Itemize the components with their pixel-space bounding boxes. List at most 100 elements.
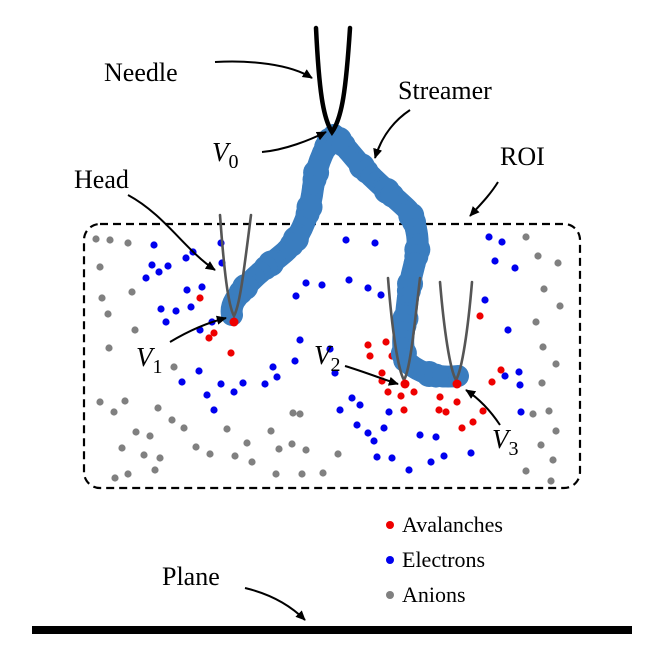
anion-dot <box>552 427 560 435</box>
callout-arrows <box>127 60 501 621</box>
electron-dot <box>326 345 334 353</box>
electron-dot <box>353 421 361 429</box>
anion-dot <box>288 440 296 448</box>
electron-dot <box>183 286 191 294</box>
electron-dot <box>405 466 413 474</box>
legend-avalanches-label: Avalanches <box>402 512 503 537</box>
anion-dot <box>98 294 106 302</box>
electron-dot <box>182 254 190 262</box>
anion-dot <box>96 398 104 406</box>
plane-label: Plane <box>162 562 220 591</box>
anion-dot <box>170 363 178 371</box>
anion-dot <box>124 470 132 478</box>
electron-dot <box>467 449 475 457</box>
electron-dot <box>291 357 299 365</box>
avalanche-dot <box>205 334 213 342</box>
anion-dot <box>529 410 537 418</box>
electron-dot <box>432 433 440 441</box>
electron-dot <box>292 292 300 300</box>
anion-dot <box>532 318 540 326</box>
legend-electrons-label: Electrons <box>402 547 485 572</box>
roi-arrow <box>469 181 499 217</box>
electron-dot <box>296 336 304 344</box>
head-point-v3 <box>452 379 462 389</box>
electron-dot <box>501 372 509 380</box>
anion-dot <box>132 428 140 436</box>
anion-dot <box>206 450 214 458</box>
electron-dot <box>485 233 493 241</box>
electron-dot <box>172 307 180 315</box>
anion-dot <box>111 474 119 482</box>
anion-dot <box>192 443 200 451</box>
electron-dot <box>187 303 195 311</box>
anion-dot <box>248 458 256 466</box>
electron-dot <box>345 276 353 284</box>
electron-dot <box>498 238 506 246</box>
electron-dot <box>331 369 339 377</box>
anion-dot <box>105 344 113 352</box>
electron-dot <box>515 368 523 376</box>
electron-dot <box>336 406 344 414</box>
electron-dot <box>217 380 225 388</box>
anion-dot <box>545 407 553 415</box>
anion-dot <box>180 424 188 432</box>
roi-label: ROI <box>500 142 545 171</box>
electron-dot <box>364 284 372 292</box>
anion-dot <box>334 450 342 458</box>
electron-dot <box>377 291 385 299</box>
anion-dot <box>549 456 557 464</box>
electron-dot <box>385 408 393 416</box>
needle-electrode <box>313 25 353 137</box>
avalanche-dot <box>364 341 372 349</box>
avalanche-dot <box>400 406 408 414</box>
v2-arrow <box>344 365 399 386</box>
plane-electrode <box>32 626 632 634</box>
avalanche-dot <box>435 406 443 414</box>
avalanche-dot <box>210 329 218 337</box>
anion-dot <box>272 470 280 478</box>
avalanche-dot <box>382 338 390 346</box>
electron-dot <box>142 274 150 282</box>
legend-electrons-swatch <box>386 556 394 564</box>
avalanche-dot <box>458 424 466 432</box>
electron-dot <box>364 429 372 437</box>
streamer-label: Streamer <box>398 76 492 105</box>
anion-dot <box>522 467 530 475</box>
electron-dot <box>356 401 364 409</box>
anion-dot <box>168 416 176 424</box>
electron-dot <box>150 241 158 249</box>
electron-dot <box>342 236 350 244</box>
avalanche-dot <box>453 398 461 406</box>
anion-dot <box>275 445 283 453</box>
head-label: Head <box>74 165 129 194</box>
v3-label: V3 <box>492 424 519 460</box>
electron-dot <box>195 367 203 375</box>
legend-avalanches-swatch <box>386 521 394 529</box>
probe-tip-v1 <box>218 213 253 319</box>
electron-dot <box>239 379 247 387</box>
electron-dot <box>516 381 524 389</box>
v1-arrow <box>169 315 227 343</box>
electron-dot <box>517 408 525 416</box>
roi-box <box>82 222 582 490</box>
anion-dot <box>538 379 546 387</box>
electron-dot <box>416 431 424 439</box>
anion-dot <box>522 233 530 241</box>
avalanche-dot <box>397 392 405 400</box>
electron-dot <box>210 406 218 414</box>
streamer-arrow <box>373 109 411 159</box>
anion-dot <box>537 441 545 449</box>
anion-dot <box>92 235 100 243</box>
anion-dot <box>110 408 118 416</box>
electron-dot <box>370 437 378 445</box>
electron-dot <box>491 257 499 265</box>
anion-dot <box>267 427 275 435</box>
avalanche-dot <box>469 418 477 426</box>
electron-dot <box>318 281 326 289</box>
electron-dot <box>230 388 238 396</box>
anion-dot <box>554 259 562 267</box>
electron-dot <box>371 239 379 247</box>
electron-dot <box>148 261 156 269</box>
anion-dot <box>124 239 132 247</box>
streamer-channel <box>220 124 469 388</box>
